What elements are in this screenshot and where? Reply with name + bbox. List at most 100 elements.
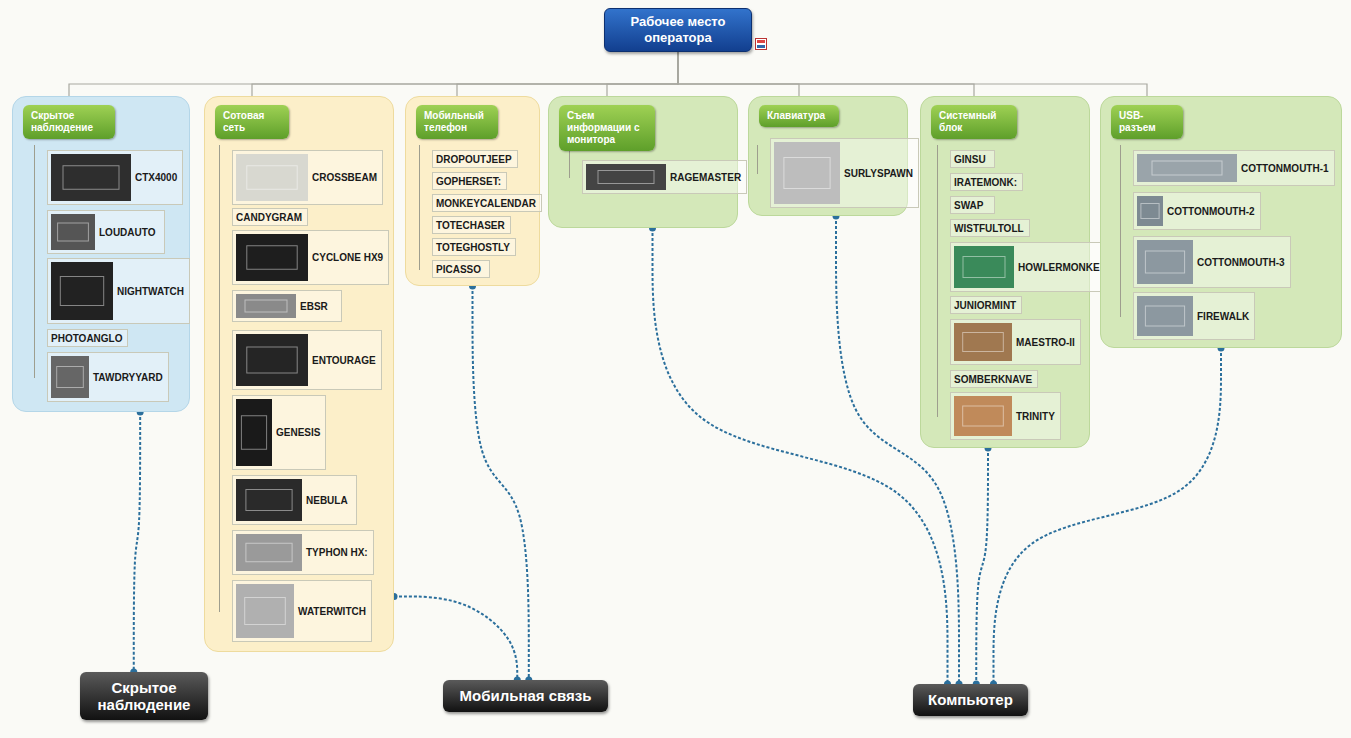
dashed-connector (134, 412, 140, 672)
device-photo (236, 399, 272, 466)
device-photo (954, 323, 1012, 361)
device-box: DROPOUTJEEP (432, 150, 518, 168)
photo-detail (246, 543, 292, 562)
root-box: Рабочее место оператора (604, 8, 752, 52)
photo-ground (586, 164, 666, 190)
tree-line (419, 145, 420, 270)
category-box: Мобильная связь (443, 680, 608, 712)
device-photo (236, 154, 308, 201)
device-box: MAESTRO-II (950, 319, 1081, 365)
node-label: RAGEMASTER (670, 172, 741, 183)
node-label: TOTEGHOSTLY (436, 242, 510, 253)
category-box: Компьютер (913, 684, 1028, 716)
device-photo (774, 142, 840, 204)
node-label: TYPHON HX: (306, 547, 368, 558)
photo-ground (51, 356, 89, 398)
device-box: ENTOURAGE (232, 330, 382, 390)
dashed-connector (394, 596, 517, 680)
device-photo (51, 356, 89, 398)
group-panel: Сотовая сетьCROSSBEAMCANDYGRAMCYCLONE HX… (204, 96, 394, 652)
photo-detail (63, 166, 119, 190)
node-label: COTTONMOUTH-1 (1241, 163, 1329, 174)
tree-line (1120, 145, 1121, 317)
node-label: CANDYGRAM (236, 212, 302, 223)
device-box: LOUDAUTO (47, 210, 165, 254)
device-photo (236, 234, 308, 281)
category-box: Скрытое наблюдение (80, 672, 208, 720)
node-label: TAWDRYYARD (93, 372, 163, 383)
group-header: Скрытое наблюдение (23, 105, 115, 139)
device-box: TAWDRYYARD (47, 352, 169, 402)
device-box: SOMBERKNAVE (950, 370, 1038, 388)
node-label: TOTECHASER (436, 220, 505, 231)
group-header: Съем информации с монитора (559, 105, 655, 151)
tree-connector (678, 52, 1147, 96)
device-box: TRINITY (950, 392, 1061, 440)
device-box: EBSR (232, 290, 342, 322)
photo-detail (245, 300, 287, 312)
tree-line (219, 145, 220, 612)
node-label: EBSR (300, 301, 328, 312)
photo-ground (236, 294, 296, 318)
node-label: GENESIS (276, 427, 320, 438)
device-box: COTTONMOUTH-2 (1133, 192, 1261, 230)
dashed-connector (653, 228, 948, 684)
tree-connector (678, 52, 974, 96)
group-header: Мобильный телефон (416, 105, 498, 139)
device-photo (236, 584, 294, 638)
photo-detail (963, 406, 1004, 426)
device-photo (51, 262, 113, 320)
device-photo (236, 479, 302, 521)
group-panel: Скрытое наблюдениеCTX4000LOUDAUTO NIGHTWA… (12, 96, 190, 412)
photo-detail (241, 416, 266, 450)
photo-detail (247, 166, 297, 190)
photo-detail (58, 223, 89, 241)
device-box: PHOTOANGLO (47, 329, 128, 347)
device-box: RAGEMASTER (582, 160, 747, 194)
device-photo (236, 294, 296, 318)
node-label: MAESTRO-II (1016, 337, 1075, 348)
node-label: SURLYSPAWN (844, 168, 913, 179)
device-photo (954, 396, 1012, 436)
photo-ground (51, 154, 131, 201)
node-label: CTX4000 (135, 172, 177, 183)
node-label: Рабочее место оператора (615, 14, 741, 47)
node-label: FIREWALK (1197, 311, 1249, 322)
tree-connector (678, 52, 799, 96)
photo-ground (236, 154, 308, 201)
group-panel: USB-разъемCOTTONMOUTH-1COTTONMOUTH-2COTT… (1100, 96, 1342, 348)
device-photo (1137, 240, 1193, 284)
tree-line (757, 145, 758, 174)
device-box: SURLYSPAWN (770, 138, 919, 208)
node-label: NEBULA (306, 495, 348, 506)
photo-detail (247, 246, 297, 270)
node-label: Компьютер (928, 691, 1013, 708)
dashed-connector (976, 448, 988, 684)
device-box: TOTEGHOSTLY (432, 238, 516, 256)
device-box: WISTFULTOLL (950, 219, 1030, 237)
group-panel: КлавиатураSURLYSPAWN (748, 96, 908, 216)
node-label: WATERWITCH (298, 606, 366, 617)
node-label: MONKEYCALENDAR (436, 198, 536, 209)
photo-ground (954, 323, 1012, 361)
device-box: IRATEMONK: (950, 173, 1023, 191)
device-box: CTX4000 (47, 150, 183, 205)
group-header: USB-разъем (1111, 105, 1183, 139)
group-panel: Съем информации с монитораRAGEMASTER (548, 96, 738, 228)
photo-detail (245, 598, 286, 625)
device-box: SWAP (950, 196, 995, 214)
device-photo (236, 534, 302, 571)
device-box: TYPHON HX: (232, 530, 374, 575)
device-photo (1137, 154, 1237, 182)
node-label: NIGHTWATCH (117, 286, 184, 297)
photo-ground (954, 246, 1014, 288)
node-label: DROPOUTJEEP (436, 154, 512, 165)
device-photo (51, 154, 131, 201)
device-box: JUNIORMINT (950, 296, 1022, 314)
device-box: MONKEYCALENDAR (432, 194, 542, 212)
node-label: ENTOURAGE (312, 355, 376, 366)
device-box: CYCLONE HX9 (232, 230, 389, 285)
tree-connector (252, 52, 678, 96)
device-photo (586, 164, 666, 190)
tree-line (937, 145, 938, 417)
